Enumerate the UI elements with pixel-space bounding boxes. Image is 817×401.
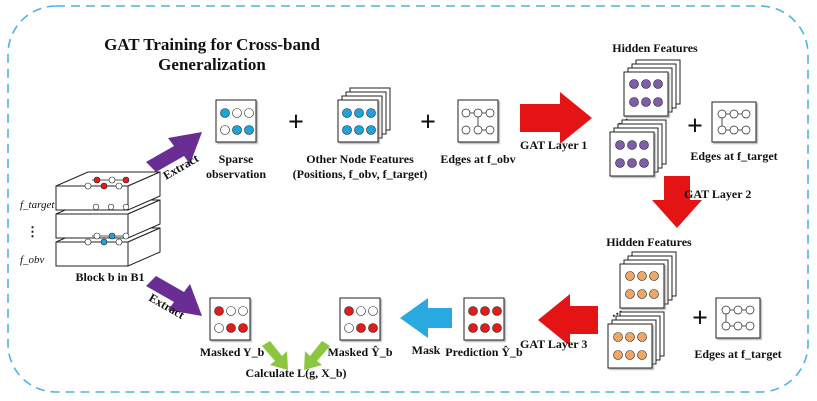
block-bottom-node-cyan — [100, 238, 108, 246]
edges-obv-label: Edges at f_obv — [440, 152, 515, 166]
hidden-features-top-stack: ⋯ — [609, 59, 681, 177]
masked-y-panel — [209, 297, 251, 341]
gat-layer-2-label: GAT Layer 2 — [684, 187, 751, 201]
block-stack — [55, 171, 161, 267]
loss-arrow-left — [262, 341, 288, 370]
hidden-features-bottom-label: Hidden Features — [606, 235, 692, 249]
plus-sign: + — [288, 107, 304, 138]
masked-y-label: Masked Y_b — [200, 345, 265, 359]
diagram-title-line1: GAT Training for Cross-band — [104, 35, 320, 54]
vertical-ellipsis: ⋮ — [26, 224, 39, 239]
calculate-label: Calculate L(g, X_b) — [246, 366, 347, 380]
block-top-node-red — [93, 176, 101, 184]
sparse-label-line2: observation — [206, 167, 266, 181]
block-label: Block b in B1 — [75, 270, 144, 284]
mask-arrow — [400, 298, 452, 338]
gat-layer-1-label: GAT Layer 1 — [520, 138, 587, 152]
gat-layer-3-label: GAT Layer 3 — [520, 337, 587, 351]
other-features-label-line1: Other Node Features — [306, 152, 414, 166]
gat-layer-1-arrow — [520, 92, 592, 144]
plus-sign: + — [420, 107, 436, 138]
extract-arrow-top — [146, 132, 202, 172]
other-node-features-stack — [337, 87, 391, 143]
block-top-node-red — [100, 182, 108, 190]
hidden-features-bottom-stack: ⋯ — [607, 251, 677, 369]
edges-target-top-label: Edges at f_target — [690, 149, 777, 163]
masked-yhat-panel — [339, 297, 381, 341]
block-bottom-node-cyan — [108, 232, 116, 240]
plus-sign: + — [687, 111, 703, 142]
edges-target-bottom-panel — [715, 297, 761, 339]
block-top-node-red — [122, 176, 130, 184]
masked-yhat-label: Masked Ŷ_b — [327, 345, 392, 359]
loss-arrow-right — [304, 341, 330, 370]
sparse-label-line1: Sparse — [219, 152, 254, 166]
plus-sign: + — [692, 303, 708, 334]
prediction-panel — [463, 297, 505, 341]
gat-layer-3-arrow — [538, 294, 598, 346]
f-target-label: f_target — [20, 199, 55, 211]
hidden-features-top-label: Hidden Features — [612, 41, 698, 55]
gat-layer-2-arrow — [652, 176, 702, 228]
edges-target-bottom-label: Edges at f_target — [694, 347, 781, 361]
sparse-observation-panel — [215, 99, 257, 143]
dashed-border — [7, 5, 809, 393]
f-obv-label: f_obv — [20, 254, 45, 266]
edges-target-top-panel — [711, 101, 757, 143]
other-features-label-line2: (Positions, f_obv, f_target) — [293, 167, 428, 181]
diagram-title-line2: Generalization — [158, 55, 266, 74]
extract-arrow-bottom — [146, 276, 202, 316]
prediction-label: Prediction Ŷ_b — [445, 345, 523, 359]
mask-label: Mask — [412, 343, 441, 357]
